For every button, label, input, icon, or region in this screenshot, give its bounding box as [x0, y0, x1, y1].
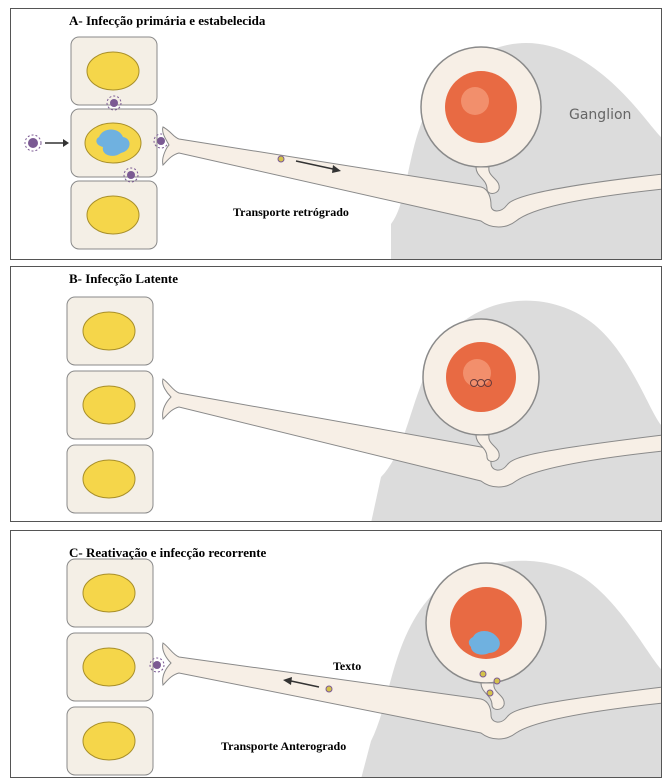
panel-b-illustration	[11, 267, 662, 522]
virion	[480, 671, 486, 677]
panel-c: C- Reativação e infecção recorrente Text…	[10, 530, 662, 778]
panel-b: B- Infecção Latente	[10, 266, 662, 522]
ganglion-label: Ganglion	[569, 107, 631, 123]
virus-particle	[25, 135, 41, 151]
cell-nucleus	[87, 52, 139, 90]
virion	[487, 690, 493, 696]
epithelial-cell-infected	[71, 109, 157, 177]
epithelial-cell-bottom	[71, 181, 157, 249]
epithelial-cell-middle	[67, 371, 153, 439]
virion	[494, 678, 500, 684]
virus-in-axon	[278, 156, 284, 162]
text-label: Texto	[333, 659, 361, 674]
epithelial-cell-top	[71, 37, 157, 105]
epithelial-cell-bottom	[67, 445, 153, 513]
epithelial-cell-bottom	[67, 707, 153, 775]
anterograde-transport-label: Transporte Anterogrado	[221, 739, 346, 754]
epithelial-cell-top	[67, 297, 153, 365]
panel-a: A- Infecção primária e estabelecida Gang…	[10, 8, 662, 260]
epithelial-cell-infected	[67, 633, 153, 701]
virus-in-axon	[326, 686, 332, 692]
epithelial-cell-top	[67, 559, 153, 627]
retrograde-transport-label: Transporte retrógrado	[233, 205, 349, 220]
panel-a-title: A- Infecção primária e estabelecida	[69, 13, 265, 29]
panel-c-title: C- Reativação e infecção recorrente	[69, 545, 266, 561]
panel-b-title: B- Infecção Latente	[69, 271, 178, 287]
panel-a-illustration	[11, 9, 662, 260]
